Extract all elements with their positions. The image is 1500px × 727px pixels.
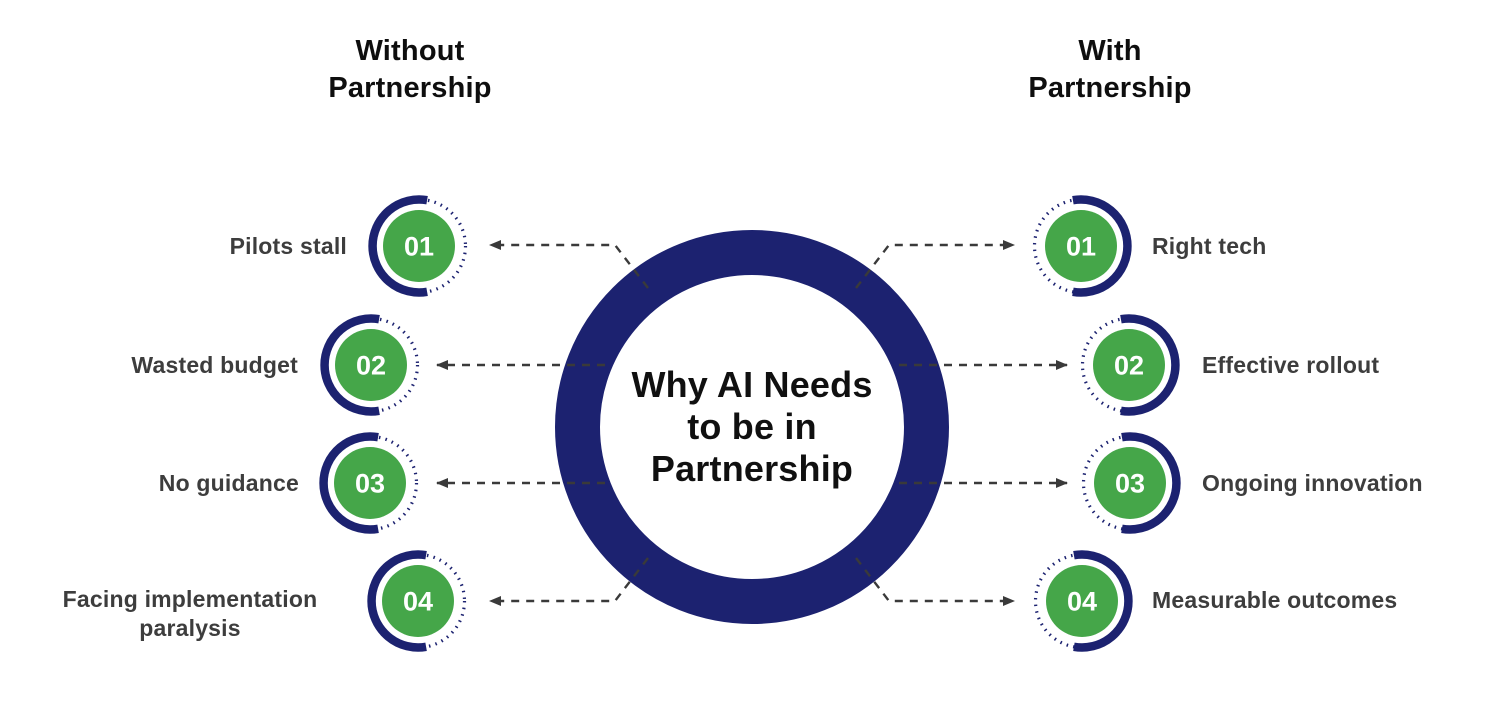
green-circle-icon xyxy=(382,565,454,637)
badge-right-01: 01 xyxy=(1029,194,1133,298)
dotted-ring-icon xyxy=(321,434,419,532)
label-no-guidance: No guidance xyxy=(158,470,299,496)
connector-left-4 xyxy=(489,557,649,606)
dotted-ring-icon xyxy=(369,552,467,650)
solid-arc-icon xyxy=(1073,550,1133,652)
green-circle-icon xyxy=(1045,210,1117,282)
solid-arc-icon xyxy=(1121,432,1181,534)
solid-arc-icon xyxy=(368,195,428,297)
badge-number: 02 xyxy=(356,351,386,381)
dotted-ring-icon xyxy=(322,316,420,414)
connector-right-1 xyxy=(855,240,1015,289)
label-facing-implementation-paralysis: Facing implementation paralysis xyxy=(62,586,318,641)
with-partnership-header: With Partnership xyxy=(1028,35,1192,105)
badge-number: 02 xyxy=(1114,351,1144,381)
central-title-line-1: Why AI Needs xyxy=(631,364,873,406)
connector-left-1 xyxy=(489,240,649,289)
dotted-ring-icon xyxy=(370,197,468,295)
green-circle-icon xyxy=(335,329,407,401)
badge-left-04: 04 xyxy=(366,549,470,653)
label-ongoing-innovation: Ongoing innovation xyxy=(1202,470,1423,496)
label-wasted-budget: Wasted budget xyxy=(131,352,298,378)
central-title: Why AI Needs to be in Partnership xyxy=(631,364,872,489)
central-title-line-2: to be in xyxy=(687,406,817,448)
green-circle-icon xyxy=(334,447,406,519)
solid-arc-icon xyxy=(1120,314,1180,416)
badge-number: 03 xyxy=(355,469,385,499)
central-title-line-3: Partnership xyxy=(650,447,854,489)
badge-left-02: 02 xyxy=(319,313,423,417)
label-measurable-outcomes: Measurable outcomes xyxy=(1152,587,1398,613)
badge-number: 01 xyxy=(1066,232,1096,262)
label-right-tech: Right tech xyxy=(1152,233,1267,259)
label-effective-rollout: Effective rollout xyxy=(1202,352,1380,378)
solid-arc-icon xyxy=(319,432,379,534)
green-circle-icon xyxy=(1046,565,1118,637)
badge-number: 04 xyxy=(403,587,433,617)
badge-left-01: 01 xyxy=(367,194,471,298)
solid-arc-icon xyxy=(1072,195,1132,297)
label-pilots-stall: Pilots stall xyxy=(229,233,347,259)
badge-number: 01 xyxy=(404,232,434,262)
badge-right-03: 03 xyxy=(1078,431,1182,535)
green-circle-icon xyxy=(383,210,455,282)
solid-arc-icon xyxy=(367,550,427,652)
badge-number: 04 xyxy=(1067,587,1097,617)
green-circle-icon xyxy=(1093,329,1165,401)
badge-number: 03 xyxy=(1115,469,1145,499)
badge-right-04: 04 xyxy=(1030,549,1134,653)
connector-right-4 xyxy=(855,557,1015,606)
badge-right-02: 02 xyxy=(1077,313,1181,417)
solid-arc-icon xyxy=(320,314,380,416)
without-partnership-header: Without Partnership xyxy=(328,35,492,105)
badge-left-03: 03 xyxy=(318,431,422,535)
green-circle-icon xyxy=(1094,447,1166,519)
